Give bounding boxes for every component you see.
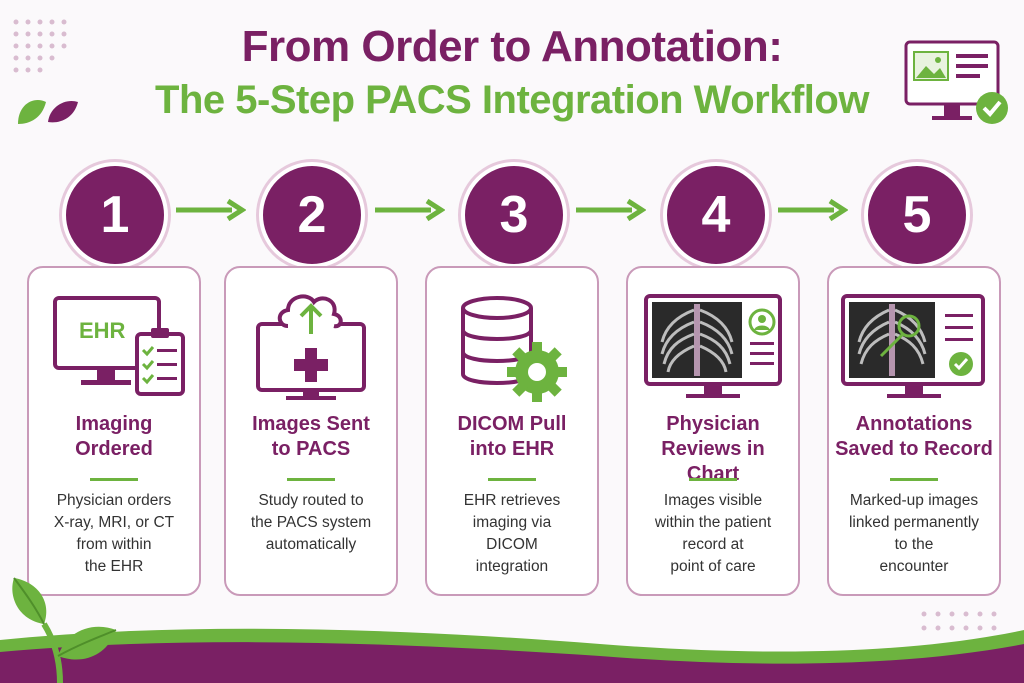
ehr-monitor-clipboard-icon: EHR bbox=[53, 296, 185, 396]
xray-chart-monitor-icon bbox=[644, 294, 782, 398]
arrow-right-icon bbox=[375, 198, 445, 222]
cloud-upload-monitor-icon bbox=[256, 294, 366, 400]
arrow-right-icon bbox=[576, 198, 646, 222]
page-title: From Order to Annotation: bbox=[241, 22, 783, 71]
step-4-number: 4 bbox=[663, 162, 769, 268]
arrow-right-icon bbox=[778, 198, 848, 222]
arrow-right-icon bbox=[176, 198, 246, 222]
divider bbox=[689, 478, 737, 481]
divider bbox=[890, 478, 938, 481]
step-1-number: 1 bbox=[62, 162, 168, 268]
page-subtitle: The 5-Step PACS Integration Workflow bbox=[155, 78, 869, 122]
step-5-number: 5 bbox=[864, 162, 970, 268]
decorative-dots-bottom bbox=[921, 611, 997, 631]
annotated-xray-monitor-icon bbox=[841, 294, 985, 398]
bottom-wave bbox=[0, 628, 1024, 683]
ehr-label: EHR bbox=[79, 318, 126, 343]
step-3-number: 3 bbox=[461, 162, 567, 268]
monitor-check-icon bbox=[904, 40, 1008, 124]
divider bbox=[488, 478, 536, 481]
step-2-number: 2 bbox=[259, 162, 365, 268]
decorative-dots-top bbox=[13, 19, 67, 73]
divider bbox=[90, 478, 138, 481]
database-gear-icon bbox=[461, 296, 567, 402]
sprout-icon bbox=[12, 577, 117, 683]
leaf-icon bbox=[18, 100, 78, 124]
divider bbox=[287, 478, 335, 481]
